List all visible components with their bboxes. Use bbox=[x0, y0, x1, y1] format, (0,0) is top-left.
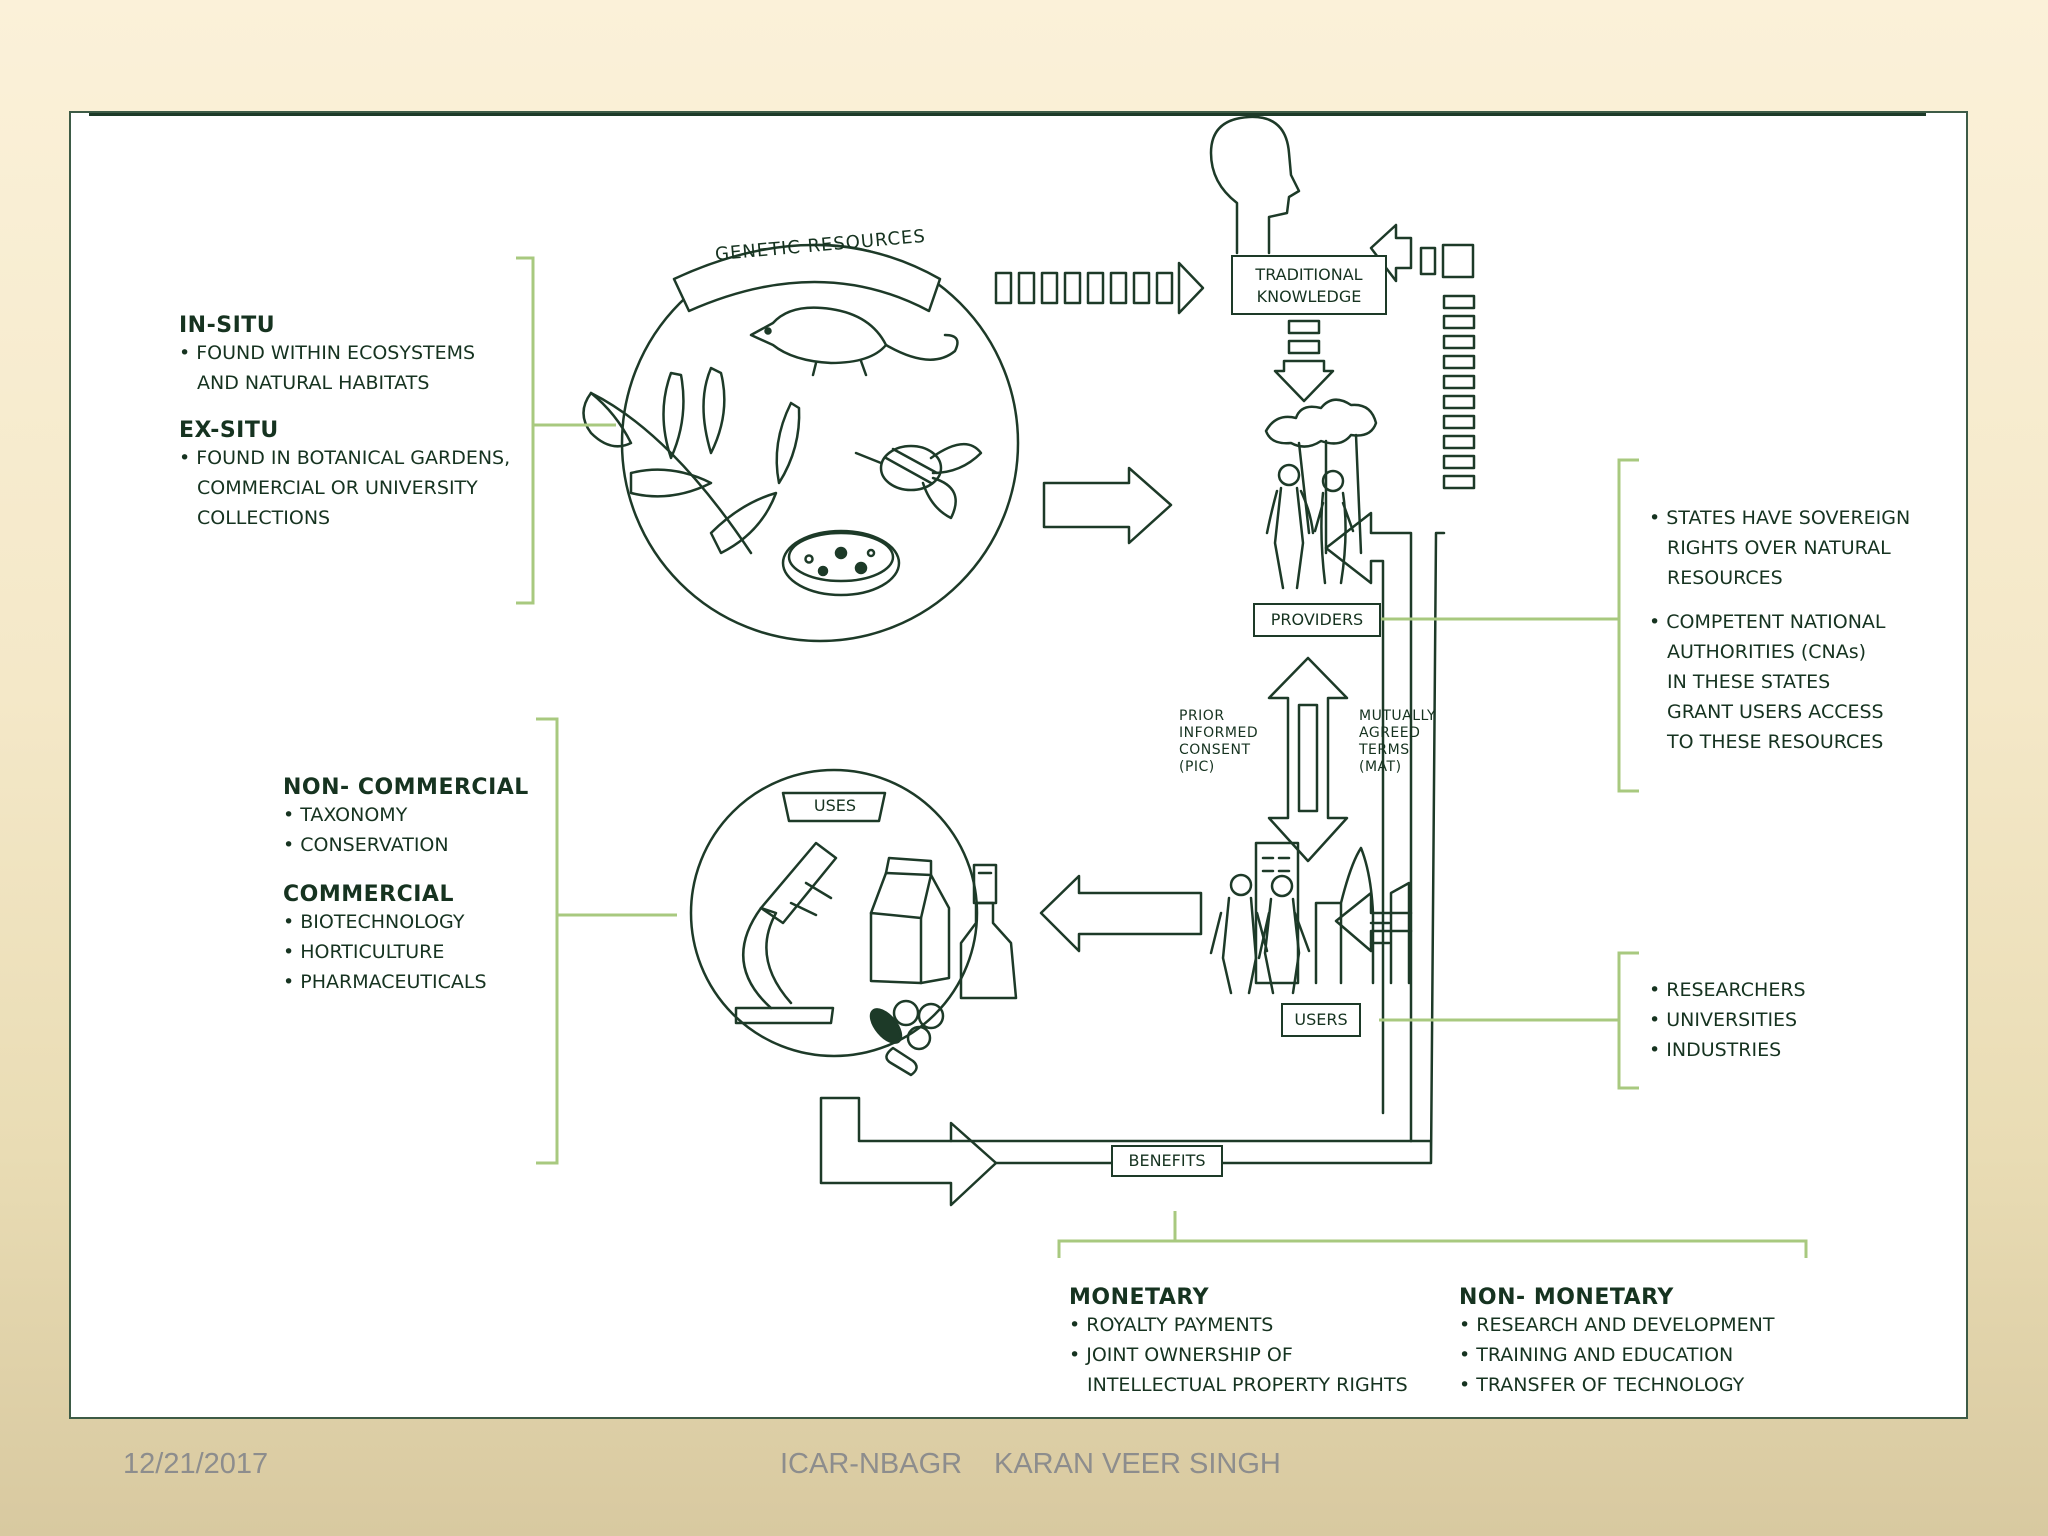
slide-frame: TRADITIONAL KNOWLEDGE GENETIC RESOURCES … bbox=[69, 111, 1968, 1419]
top-rule bbox=[89, 113, 1926, 116]
arrow-users-to-uses bbox=[1039, 874, 1203, 953]
bracket-left-top bbox=[516, 256, 616, 605]
nonmonetary-item: • TRAINING AND EDUCATION bbox=[1459, 1344, 1734, 1366]
bee-icon bbox=[854, 443, 983, 520]
user-type-item: • UNIVERSITIES bbox=[1649, 1009, 1798, 1031]
mat-line: MUTUALLY bbox=[1359, 708, 1436, 724]
ex-situ-line: COLLECTIONS bbox=[197, 507, 331, 529]
ex-situ-title: EX-SITU bbox=[179, 418, 279, 443]
ex-situ-line: COMMERCIAL OR UNIVERSITY bbox=[197, 477, 478, 499]
in-situ-title: IN-SITU bbox=[179, 313, 276, 338]
monetary-item: • ROYALTY PAYMENTS bbox=[1069, 1314, 1274, 1336]
mat-label: MUTUALLY AGREED TERMS (MAT) bbox=[1359, 708, 1436, 776]
user-type-item: • INDUSTRIES bbox=[1649, 1039, 1782, 1061]
head-icon bbox=[1209, 115, 1301, 255]
commercial-item: • PHARMACEUTICALS bbox=[283, 971, 487, 993]
rat-icon bbox=[749, 306, 959, 377]
arrow-gr-to-providers bbox=[1042, 466, 1173, 545]
commercial-title: COMMERCIAL bbox=[283, 882, 454, 907]
sovereign-rights-block: • STATES HAVE SOVEREIGN RIGHTS OVER NATU… bbox=[1649, 503, 1910, 757]
commercial-item: • BIOTECHNOLOGY bbox=[283, 911, 465, 933]
uses-label: USES bbox=[813, 796, 857, 815]
pills-icon bbox=[869, 999, 945, 1077]
nonmonetary-block: NON- MONETARY • RESEARCH AND DEVELOPMENT… bbox=[1459, 1285, 1774, 1400]
diagram-art bbox=[516, 115, 1808, 1258]
arrow-gr-to-tk bbox=[994, 261, 1205, 315]
bracket-benefits bbox=[1057, 1211, 1808, 1258]
noncommercial-item: • TAXONOMY bbox=[283, 804, 408, 826]
genetic-resources-banner bbox=[672, 243, 942, 313]
user-type-item: • RESEARCHERS bbox=[1649, 979, 1806, 1001]
noncommercial-title: NON- COMMERCIAL bbox=[283, 775, 529, 800]
arrow-return-to-providers bbox=[1324, 511, 1413, 1143]
monetary-item: INTELLECTUAL PROPERTY RIGHTS bbox=[1087, 1374, 1408, 1396]
sovereign-line: • STATES HAVE SOVEREIGN bbox=[1649, 507, 1911, 529]
spray-bottle-icon bbox=[959, 863, 1018, 1000]
mat-line: TERMS bbox=[1359, 742, 1410, 758]
sovereign-line: GRANT USERS ACCESS bbox=[1667, 701, 1884, 723]
bracket-right-bottom bbox=[1379, 951, 1639, 1090]
noncommercial-item: • CONSERVATION bbox=[283, 834, 449, 856]
nonmonetary-item: • TRANSFER OF TECHNOLOGY bbox=[1459, 1374, 1745, 1396]
sovereign-line: • COMPETENT NATIONAL bbox=[1649, 611, 1886, 633]
microscope-icon bbox=[734, 841, 838, 1025]
pic-line: (PIC) bbox=[1179, 759, 1215, 775]
in-situ-block: IN-SITU • FOUND WITHIN ECOSYSTEMS AND NA… bbox=[179, 313, 510, 533]
sovereign-line: RIGHTS OVER NATURAL bbox=[1667, 537, 1891, 559]
user-types-block: • RESEARCHERS • UNIVERSITIES • INDUSTRIE… bbox=[1649, 975, 1806, 1065]
footer-org: ICAR-NBAGR bbox=[780, 1448, 963, 1480]
arrow-return-to-users bbox=[1334, 891, 1413, 953]
sovereign-line: TO THESE RESOURCES bbox=[1667, 731, 1884, 753]
in-situ-line: • FOUND WITHIN ECOSYSTEMS bbox=[179, 342, 476, 364]
commercial-item: • HORTICULTURE bbox=[283, 941, 445, 963]
monetary-title: MONETARY bbox=[1069, 1285, 1210, 1310]
pic-line: CONSENT bbox=[1179, 742, 1251, 758]
users-illustration bbox=[1209, 841, 1411, 995]
uses-types-block: NON- COMMERCIAL • TAXONOMY • CONSERVATIO… bbox=[283, 775, 529, 997]
nonmonetary-item: • RESEARCH AND DEVELOPMENT bbox=[1459, 1314, 1775, 1336]
leaf-icon bbox=[582, 366, 801, 555]
providers-illustration bbox=[1264, 398, 1378, 590]
providers-label: PROVIDERS bbox=[1253, 603, 1381, 637]
ex-situ-line: • FOUND IN BOTANICAL GARDENS, bbox=[179, 447, 511, 469]
footer-author: KARAN VEER SINGH bbox=[994, 1448, 1281, 1480]
in-situ-line: AND NATURAL HABITATS bbox=[197, 372, 430, 394]
footer-date: 12/21/2017 bbox=[123, 1448, 269, 1480]
petri-dish-icon bbox=[781, 529, 901, 597]
nonmonetary-title: NON- MONETARY bbox=[1459, 1285, 1674, 1310]
sovereign-line: RESOURCES bbox=[1667, 567, 1783, 589]
mat-line: (MAT) bbox=[1359, 759, 1402, 775]
sovereign-line bbox=[1649, 593, 1910, 607]
mat-line: AGREED bbox=[1359, 725, 1421, 741]
sovereign-line: AUTHORITIES (CNAs) bbox=[1667, 641, 1867, 663]
arrow-tk-to-providers bbox=[1273, 319, 1335, 403]
genetic-resources-circle bbox=[620, 243, 1020, 643]
traditional-knowledge-label: TRADITIONAL KNOWLEDGE bbox=[1231, 255, 1387, 315]
monetary-item: • JOINT OWNERSHIP OF bbox=[1069, 1344, 1293, 1366]
monetary-block: MONETARY • ROYALTY PAYMENTS • JOINT OWNE… bbox=[1069, 1285, 1408, 1400]
benefits-label: BENEFITS bbox=[1111, 1145, 1223, 1177]
benefits-flow bbox=[819, 1096, 998, 1207]
bracket-right-top bbox=[1381, 458, 1639, 793]
pic-line: INFORMED bbox=[1179, 725, 1259, 741]
users-label: USERS bbox=[1281, 1003, 1361, 1037]
uses-banner bbox=[781, 791, 887, 823]
milk-carton-icon bbox=[869, 856, 951, 985]
bracket-left-bottom bbox=[536, 717, 677, 1165]
arrow-return-to-tk bbox=[1369, 223, 1476, 490]
pic-line: PRIOR bbox=[1179, 708, 1225, 724]
pic-label: PRIOR INFORMED CONSENT (PIC) bbox=[1179, 708, 1258, 776]
sovereign-line: IN THESE STATES bbox=[1667, 671, 1831, 693]
pic-mat-double-arrow bbox=[1267, 656, 1349, 863]
